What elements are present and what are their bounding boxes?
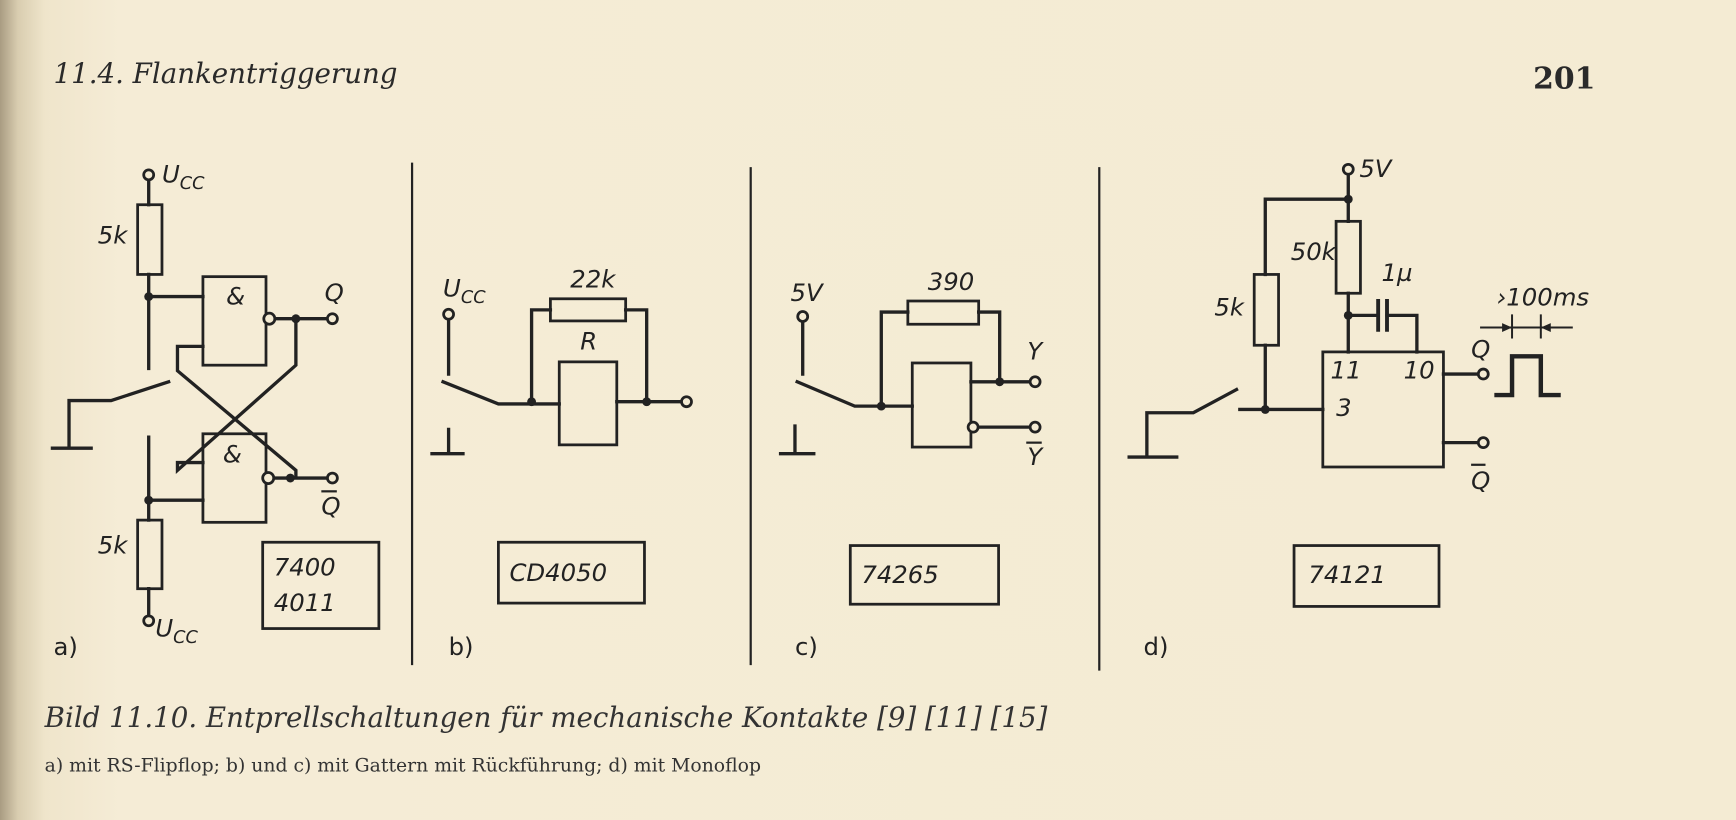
figure-d-pin10-label: 10 xyxy=(1404,355,1435,384)
figure-a-r_top-label: 5k xyxy=(98,220,128,249)
figure-a-supply_bottom-label: U xyxy=(155,613,173,642)
figure-a-supply_bottom_sub-label: CC xyxy=(173,628,198,648)
figure-c-out_ybar-label: Y xyxy=(1027,442,1044,471)
chip-label-box xyxy=(261,540,381,630)
chip-label-box xyxy=(848,544,1000,606)
resistor xyxy=(549,297,628,323)
figure-b-block-label: R xyxy=(580,327,597,356)
figure-c-out_y-label: Y xyxy=(1027,337,1044,366)
figure-b-label-label: b) xyxy=(449,632,474,661)
circuit-b-cd4050: UCC 22k R CD4050 b) xyxy=(430,265,693,661)
gate-block xyxy=(910,361,973,449)
figure-a-chip_line1-label: 7400 xyxy=(274,552,336,581)
figure-c-label-label: c) xyxy=(795,632,818,661)
figure-a-label-label: a) xyxy=(54,632,78,661)
figure-d-cap-label: 1µ xyxy=(1381,258,1412,287)
resistor xyxy=(1252,273,1280,347)
figure-d-r2-label: 50k xyxy=(1291,237,1337,266)
figure-d-out_qbar-label: Q xyxy=(1471,466,1490,495)
figure-d-pulse-label: ›100ms xyxy=(1497,282,1590,311)
figure-a-r_bottom-label: 5k xyxy=(98,530,128,559)
buffer-block xyxy=(557,360,619,447)
figure-a-gate_symbol-label: & xyxy=(223,440,242,469)
pulse-waveform xyxy=(1494,354,1561,398)
circuit-a-rs-flipflop: UCC 5k 5k & & Q Q UCC 7400 4011 a) xyxy=(50,160,381,661)
figure-a-supply_top-label: U xyxy=(162,160,180,189)
figure-b-supply_sub-label: CC xyxy=(461,288,486,308)
monoflop-block xyxy=(1321,350,1445,469)
svg-text:UCC: UCC xyxy=(162,160,205,195)
figure-subcaption: a) mit RS-Flipflop; b) und c) mit Gatter… xyxy=(45,755,761,776)
page-number: 201 xyxy=(1533,62,1595,97)
figure-b-chip-label: CD4050 xyxy=(509,558,607,587)
terminal xyxy=(142,168,156,182)
figure-a-chip_line2-label: 4011 xyxy=(274,588,336,617)
chip-label-box xyxy=(497,540,646,605)
figure-d-chip-label: 74121 xyxy=(1308,560,1385,589)
figure-b-resistor-label: 22k xyxy=(570,265,616,294)
figure-a-out_q-label: Q xyxy=(325,278,344,307)
section-header: 11.4. Flankentriggerung xyxy=(54,57,398,90)
svg-text:UCC: UCC xyxy=(155,613,198,648)
figure-c-supply-label: 5V xyxy=(791,278,825,307)
svg-text:UCC: UCC xyxy=(443,274,486,309)
resistor xyxy=(136,203,164,276)
resistor xyxy=(136,518,164,591)
circuit-d-74121: 5V 5k 50k 1µ 11 10 3 Q Q ›100ms 74121 d) xyxy=(1127,154,1590,661)
figure-d-out_q-label: Q xyxy=(1471,334,1490,363)
resistor xyxy=(1334,219,1362,295)
figure-a-gate_symbol-label: & xyxy=(226,281,245,310)
figure-caption: Bild 11.10. Entprellschaltungen für mech… xyxy=(44,701,1048,734)
figure-d-pin11-label: 11 xyxy=(1331,355,1362,384)
figure-b-supply-label: U xyxy=(443,274,461,303)
figure-d-pin3-label: 3 xyxy=(1336,393,1351,422)
figure-c-resistor-label: 390 xyxy=(928,267,974,296)
chip-label-box xyxy=(1292,544,1441,608)
figure-d-label-label: d) xyxy=(1144,632,1169,661)
figure-d-r1-label: 5k xyxy=(1214,292,1244,321)
resistor xyxy=(906,299,981,326)
circuit-c-74265: 5V 390 Y Y 74265 c) xyxy=(778,267,1044,661)
figure-a-supply_top_sub-label: CC xyxy=(180,174,205,194)
figure-a-out_qbar-label: Q xyxy=(321,492,340,521)
figure-c-chip-label: 74265 xyxy=(861,560,938,589)
figure-d-supply-label: 5V xyxy=(1359,154,1393,183)
